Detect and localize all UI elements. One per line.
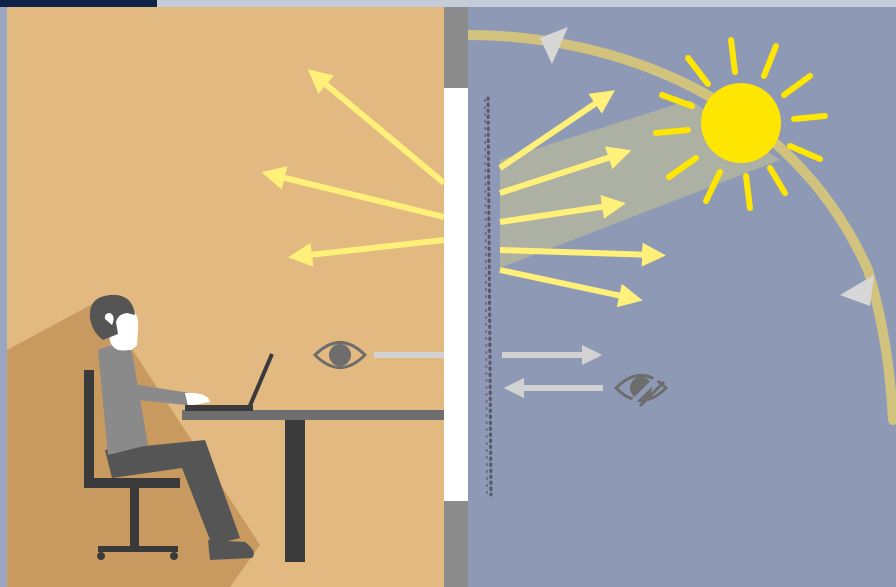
top-bar-dark — [0, 0, 157, 7]
top-bar-light — [157, 0, 896, 7]
left-edge — [0, 0, 7, 587]
window-glass — [444, 88, 468, 501]
